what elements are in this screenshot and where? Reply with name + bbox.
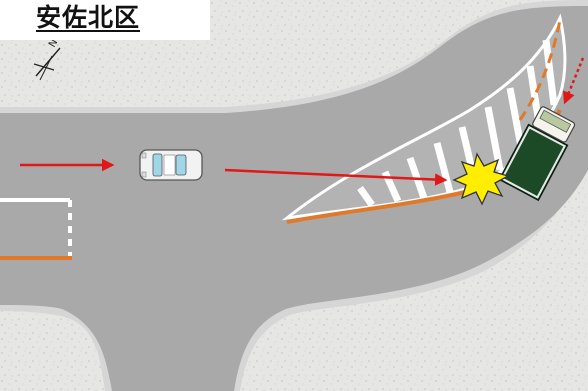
north-arrow-icon: N: [33, 38, 61, 81]
title-box: 安佐北区: [0, 0, 210, 40]
road-surface: [0, 6, 588, 391]
car-path-arrow-2: [224, 168, 448, 186]
north-label: N: [47, 38, 60, 50]
left-lane-markings: [0, 198, 72, 260]
truck-path-arrow: [563, 57, 585, 105]
car-icon: [139, 149, 203, 181]
location-title: 安佐北区: [36, 3, 141, 32]
truck-icon: [498, 106, 576, 202]
collision-icon: [452, 152, 510, 206]
edge-line-upper: [518, 19, 562, 121]
